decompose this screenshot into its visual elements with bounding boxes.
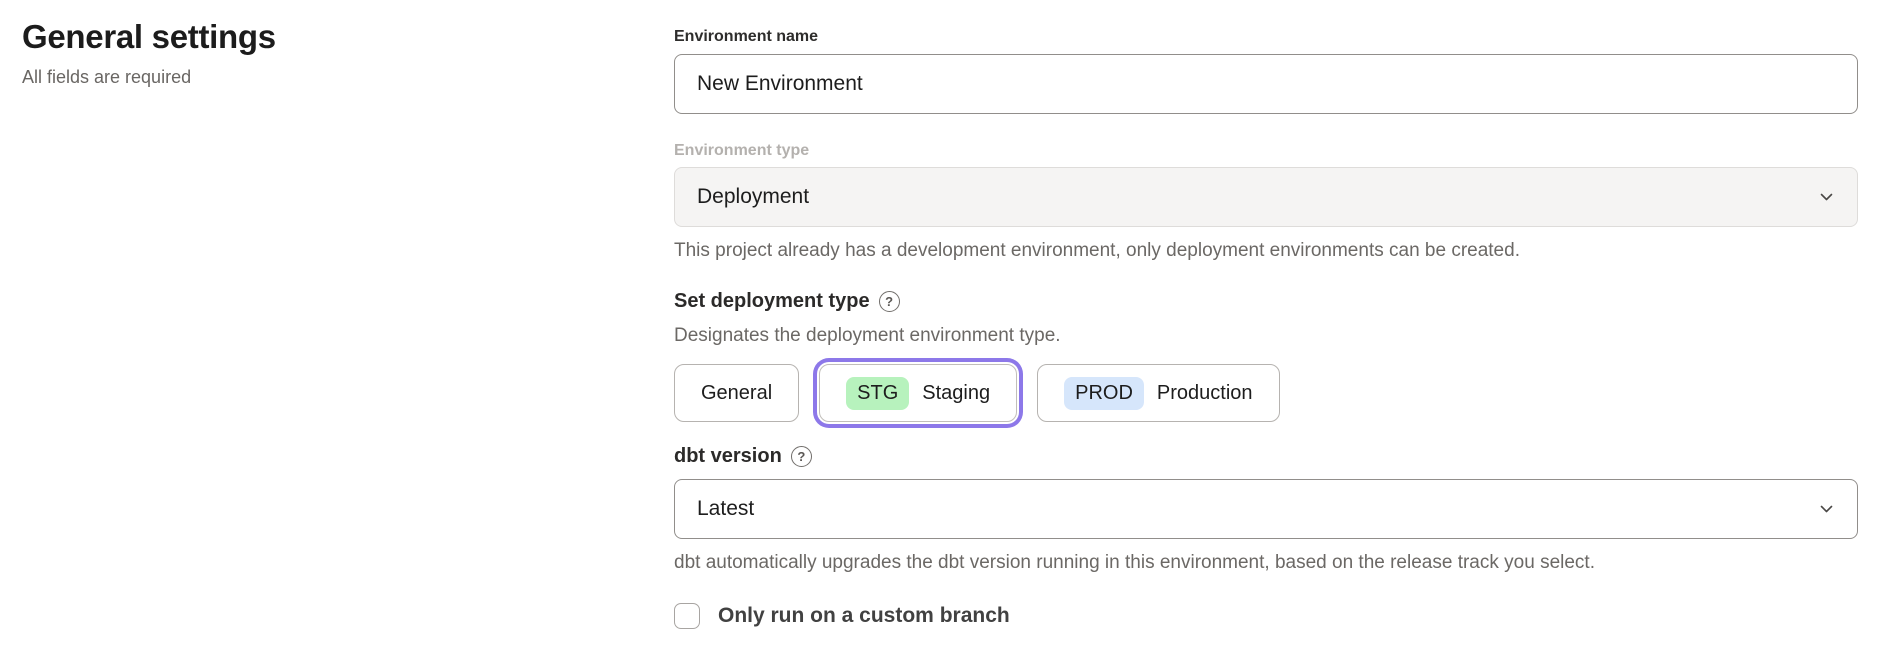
deployment-type-helper: Designates the deployment environment ty… (674, 325, 1061, 346)
deployment-type-heading-label: Set deployment type (674, 290, 870, 312)
environment-name-input[interactable] (674, 54, 1858, 114)
environment-type-select[interactable]: Deployment (674, 167, 1858, 227)
dbt-version-value: Latest (697, 497, 755, 520)
page-subtitle: All fields are required (22, 67, 192, 88)
dbt-version-select[interactable]: Latest (674, 479, 1858, 539)
deployment-type-production-label: Production (1156, 381, 1253, 404)
custom-branch-checkbox[interactable] (674, 603, 700, 629)
help-icon[interactable]: ? (790, 446, 812, 467)
dbt-version-helper: dbt automatically upgrades the dbt versi… (674, 552, 1595, 573)
custom-branch-row: Only run on a custom branch (674, 603, 1858, 629)
deployment-type-general-label: General (701, 381, 773, 404)
dbt-version-heading: dbt version ? (674, 444, 1858, 469)
chevron-down-icon (1818, 501, 1835, 518)
production-badge: PROD (1064, 376, 1144, 410)
help-icon[interactable]: ? (878, 291, 900, 312)
dbt-version-heading-label: dbt version (674, 445, 782, 467)
chevron-down-icon (1818, 189, 1835, 206)
deployment-type-options: General STG Staging PROD Production (674, 364, 1858, 422)
environment-type-value: Deployment (697, 185, 810, 208)
environment-type-label: Environment type (674, 142, 810, 159)
page-title: General settings (22, 18, 276, 55)
custom-branch-label[interactable]: Only run on a custom branch (718, 604, 1010, 627)
settings-intro: General settings All fields are required (22, 16, 582, 90)
deployment-type-general-button[interactable]: General (674, 364, 800, 422)
deployment-type-staging-button[interactable]: STG Staging (819, 364, 1018, 422)
deployment-type-heading: Set deployment type ? (674, 289, 1858, 314)
deployment-type-staging-label: Staging (922, 381, 991, 404)
environment-name-label: Environment name (674, 28, 819, 45)
general-settings-form: Environment name Environment type Deploy… (674, 0, 1858, 629)
staging-badge: STG (846, 376, 910, 410)
environment-type-helper: This project already has a development e… (674, 240, 1520, 261)
deployment-type-production-button[interactable]: PROD Production (1037, 364, 1280, 422)
